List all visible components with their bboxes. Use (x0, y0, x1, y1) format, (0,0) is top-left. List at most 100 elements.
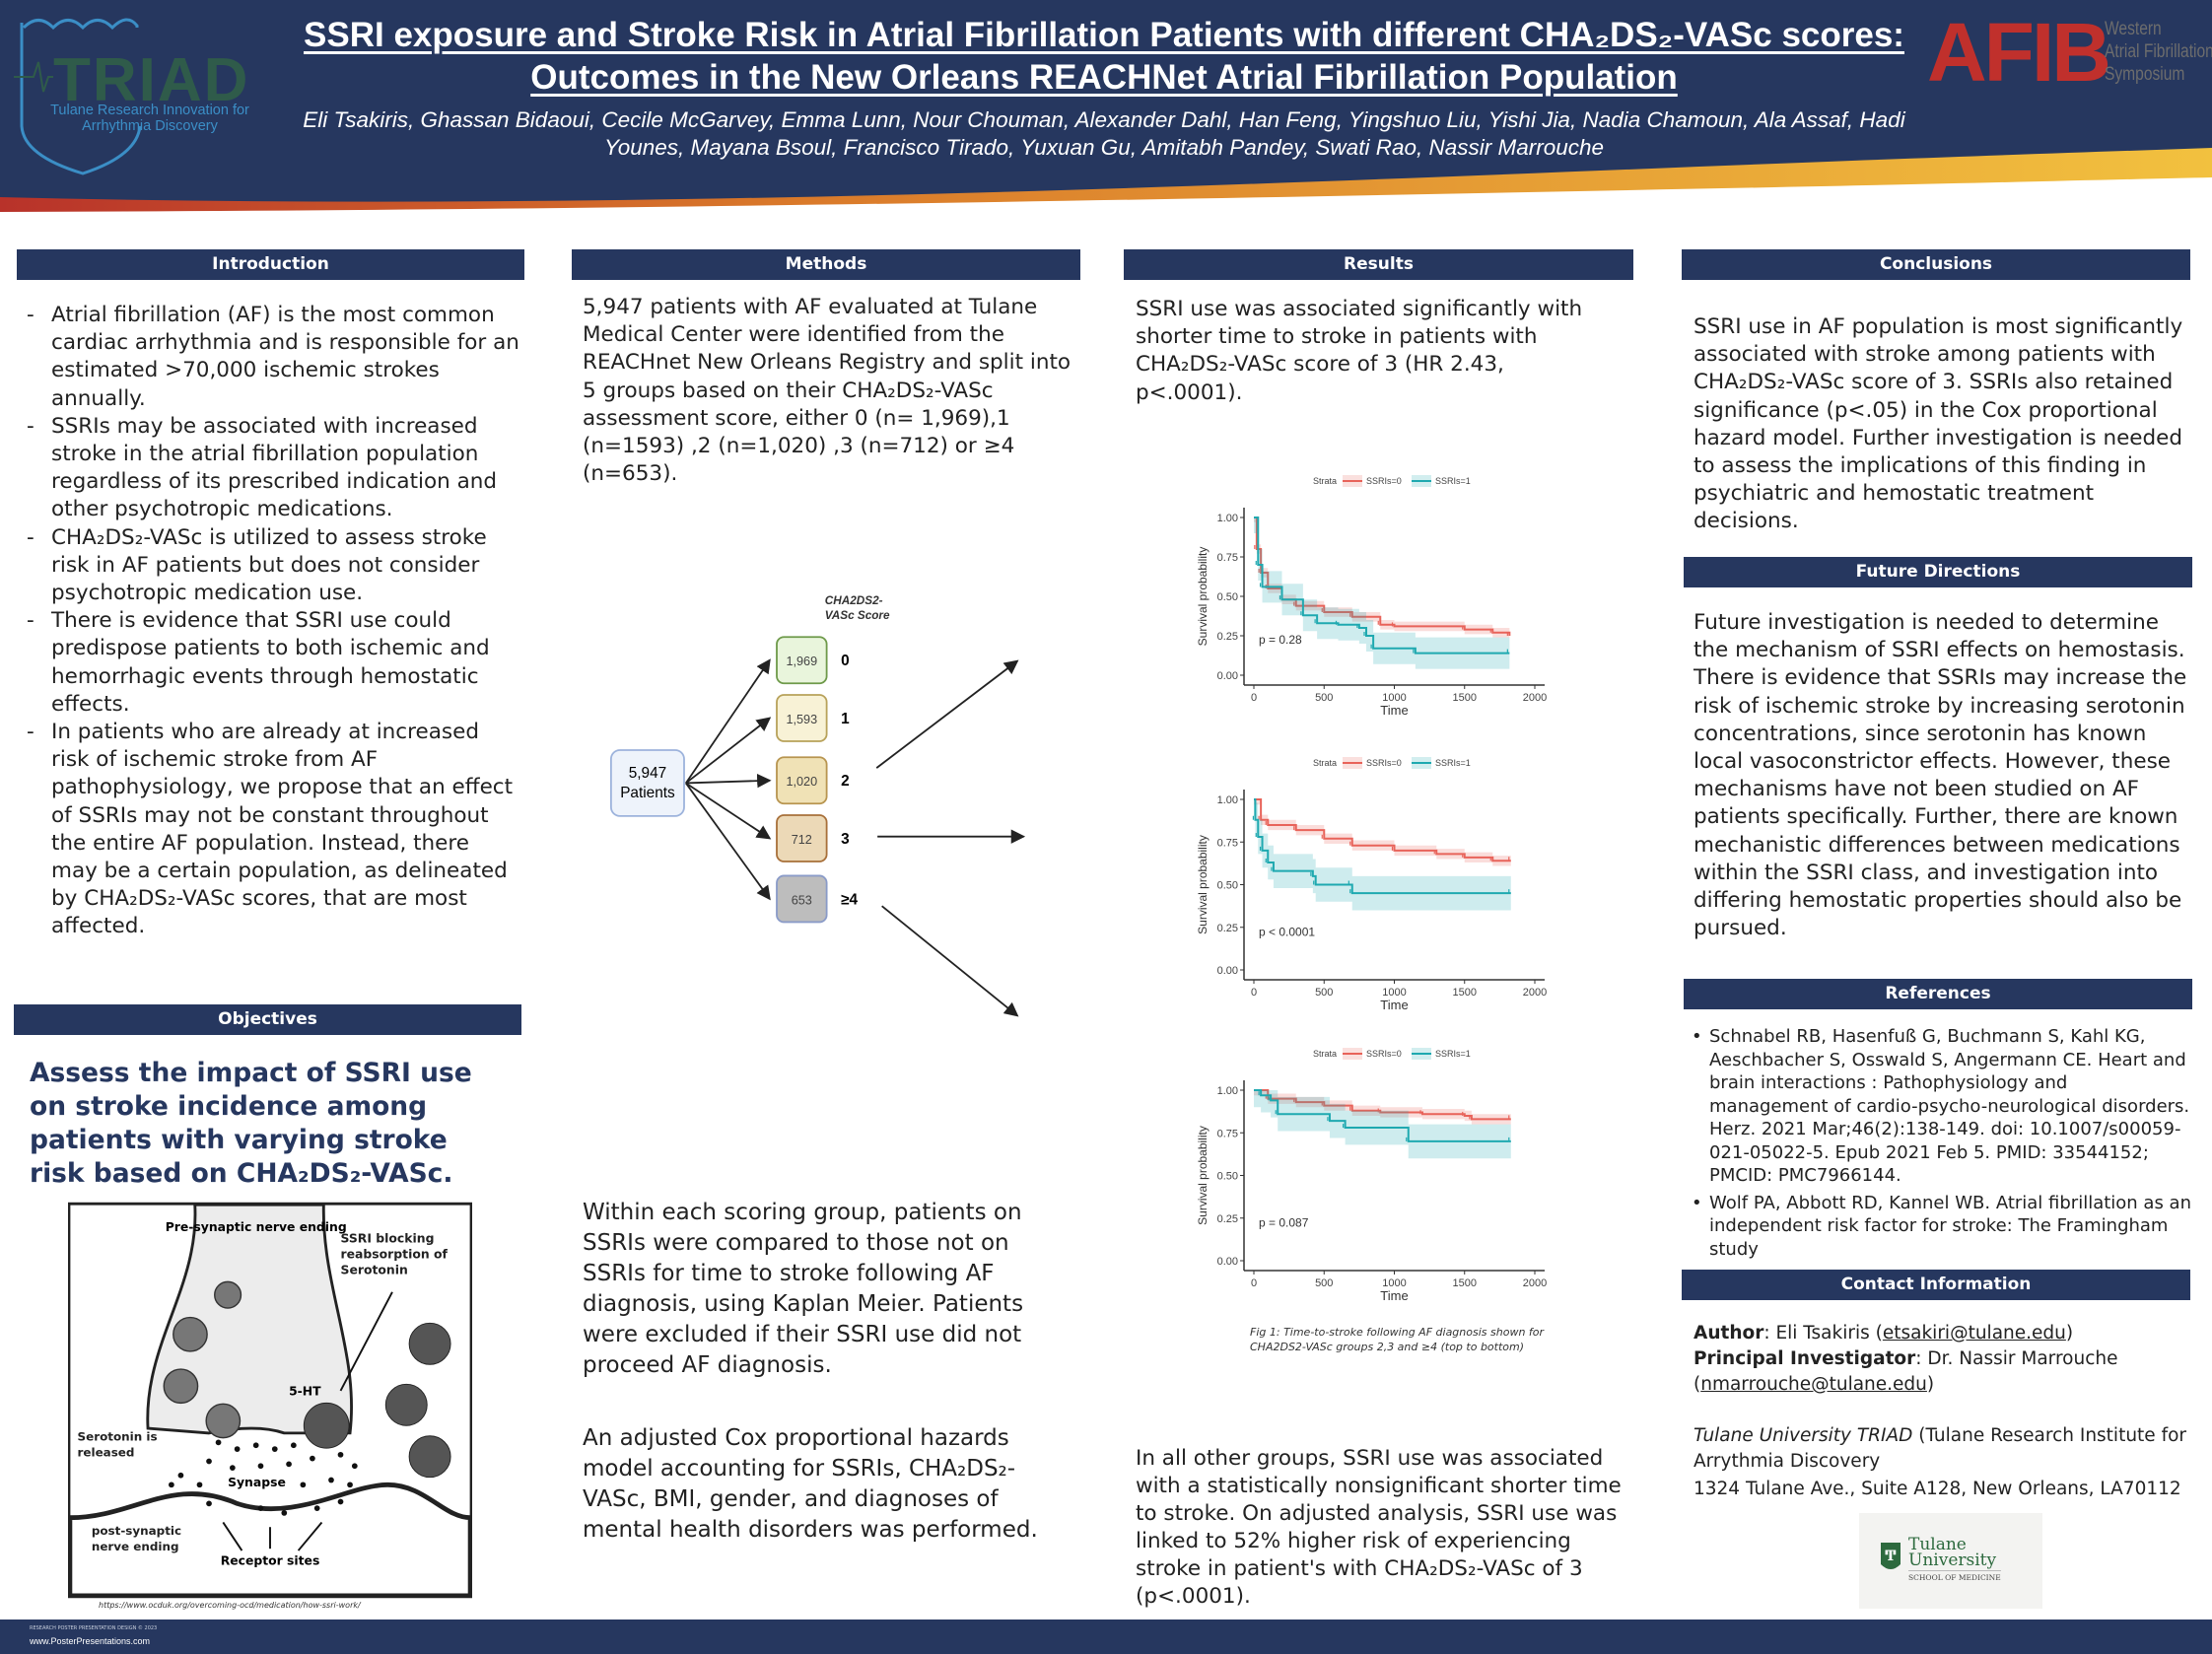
pi-email-link[interactable]: nmarrouche@tulane.edu (1700, 1374, 1927, 1395)
x-tick-label: 0 (1251, 1277, 1257, 1289)
x-tick-label: 2000 (1523, 692, 1547, 704)
y-tick-label: 0.25 (1217, 1213, 1238, 1225)
y-tick-label: 0.50 (1217, 591, 1238, 603)
survival-curve-SSRIs=0 (1254, 798, 1511, 862)
conclusions-heading: Conclusions (1682, 249, 2190, 280)
tulane-logo-line: University (1908, 1551, 1997, 1570)
p-value-annotation: p = 0.28 (1259, 633, 1302, 647)
score-group-box (776, 636, 828, 685)
triad-logo-subtitle: Tulane Research Innovation for Arrhythmi… (50, 103, 249, 134)
list-item: -There is evidence that SSRI use could p… (27, 608, 490, 717)
bullet-text: SSRIs may be associated with increased s… (51, 413, 498, 522)
serotonin-dots (169, 1439, 358, 1516)
arrow-to-km-group-4 (881, 905, 1019, 1017)
institution-full-name: (Tulane Research Institute for Arrythmia… (1694, 1425, 2187, 1472)
y-tick-label: 0.00 (1217, 670, 1238, 682)
figure-source-link[interactable]: https://www.ocduk.org/overcoming-ocd/med… (99, 1601, 361, 1610)
methods-heading: Methods (572, 249, 1080, 280)
afib-logo-text: AFIB (1927, 6, 2111, 99)
legend-entry: SSRIs=0 (1366, 758, 1402, 768)
arrow-to-group (685, 773, 772, 789)
bullet-text: Atrial fibrillation (AF) is the most com… (51, 303, 519, 411)
legend-entry: SSRIs=1 (1435, 476, 1471, 486)
afib-symposium-logo: AFIB Western Atrial Fibrillation Symposi… (1927, 8, 2212, 97)
score-group-label: ≥4 (841, 891, 858, 908)
objective-statement: Assess the impact of SSRI use on stroke … (30, 1058, 472, 1189)
receptor-sites-label: Receptor sites (221, 1552, 320, 1567)
references-body: •Schnabel RB, Hasenfuß G, Buchmann S, Ka… (1684, 1025, 2191, 1265)
score-title-line: CHA2DS2-VASc Score (825, 594, 890, 622)
results-paragraph-1: SSRI use was associated significantly wi… (1136, 297, 1583, 405)
x-tick-label: 500 (1315, 1277, 1333, 1289)
x-tick-label: 500 (1315, 692, 1333, 704)
y-tick-label: 1.00 (1217, 794, 1238, 806)
header-wave-decoration (0, 148, 2212, 212)
objectives-heading: Objectives (14, 1004, 521, 1035)
afib-logo-subtitle: Western Atrial Fibrillation Symposium (2105, 18, 2212, 86)
methods-paragraph-1: 5,947 patients with AF evaluated at Tula… (583, 295, 1071, 487)
legend-title: Strata (1313, 758, 1337, 768)
afib-subtitle-line: Atrial Fibrillation (2105, 41, 2212, 62)
tulane-shield-icon: Ͳ (1881, 1543, 1901, 1569)
y-tick-label: 0.00 (1217, 1256, 1238, 1268)
author-email-link[interactable]: etsakiri@tulane.edu (1882, 1323, 2066, 1344)
x-tick-label: 1500 (1453, 692, 1477, 704)
methods-paragraph-2: Within each scoring group, patients on S… (583, 1200, 1024, 1378)
author-label: Author (1694, 1323, 1764, 1344)
arrow-to-group (685, 717, 772, 785)
5ht-label: 5-HT (289, 1384, 321, 1399)
conclusions-body: SSRI use in AF population is most signif… (1694, 314, 2183, 534)
confidence-band-SSRIs=0 (1254, 517, 1510, 641)
reference-item: •Wolf PA, Abbott RD, Kannel WB. Atrial f… (1692, 1192, 2191, 1260)
author-contact: Author: Eli Tsakiris (etsakiri@tulane.ed… (1694, 1323, 2074, 1344)
survival-curve-SSRIs=1 (1254, 798, 1511, 895)
y-axis-label: Survival probability (1196, 1126, 1210, 1225)
shield-icon (14, 18, 142, 175)
x-tick-label: 1500 (1453, 987, 1477, 999)
x-tick-label: 1000 (1382, 1277, 1406, 1289)
p-value-annotation: p < 0.0001 (1259, 925, 1315, 938)
survival-curve-SSRIs=0 (1254, 517, 1511, 636)
y-axis-label: Survival probability (1196, 547, 1210, 647)
introduction-body: -Atrial fibrillation (AF) is the most co… (17, 302, 519, 941)
references-list: •Schnabel RB, Hasenfuß G, Buchmann S, Ka… (1684, 1025, 2191, 1261)
total-patients-label: Patients (620, 785, 675, 801)
total-patients-box (609, 749, 685, 817)
bullet-text: In patients who are already at increased… (51, 720, 514, 939)
confidence-band-SSRIs=1 (1254, 517, 1510, 669)
score-group-label: 2 (841, 773, 850, 790)
address: 1324 Tulane Ave., Suite A128, New Orlean… (1694, 1479, 2181, 1499)
score-group-box (776, 756, 828, 805)
y-tick-label: 0.00 (1217, 965, 1238, 977)
legend-entry: SSRIs=0 (1366, 476, 1402, 486)
list-item: -SSRIs may be associated with increased … (27, 413, 498, 522)
footer-website-link[interactable]: www.PosterPresentations.com (30, 1636, 151, 1646)
postsynaptic-label: post-synaptic nerve ending (91, 1523, 182, 1553)
y-tick-label: 0.25 (1217, 631, 1238, 643)
arrow-to-group (685, 782, 772, 840)
institution-name: Tulane University TRIAD (1694, 1425, 1913, 1446)
list-item: -In patients who are already at increase… (27, 720, 514, 939)
footer-copyright: RESEARCH POSTER PRESENTATION DESIGN © 20… (30, 1625, 158, 1631)
institution: Tulane University TRIAD (Tulane Research… (1694, 1423, 2191, 1475)
score-group-label: 0 (841, 653, 850, 669)
reference-item: •Schnabel RB, Hasenfuß G, Buchmann S, Ka… (1692, 1026, 2190, 1186)
reference-text: Schnabel RB, Hasenfuß G, Buchmann S, Kah… (1709, 1026, 2190, 1186)
results-paragraph-2: In all other groups, SSRI use was associ… (1136, 1446, 1622, 1609)
pi-label: Principal Investigator (1694, 1348, 1916, 1369)
legend-title: Strata (1313, 1049, 1337, 1059)
future-directions-heading: Future Directions (1684, 557, 2192, 587)
legend-entry: SSRIs=1 (1435, 1049, 1471, 1059)
ssri-arrow (339, 1291, 393, 1392)
score-group-count: 1,593 (786, 713, 817, 726)
x-tick-label: 1000 (1382, 987, 1406, 999)
score-group-label: 1 (841, 711, 850, 727)
arrow-to-group (685, 782, 771, 901)
serotonin-released-label: Serotonin is released (77, 1429, 158, 1460)
introduction-bullets: -Atrial fibrillation (AF) is the most co… (17, 302, 519, 941)
score-group-count: 1,020 (786, 775, 817, 789)
